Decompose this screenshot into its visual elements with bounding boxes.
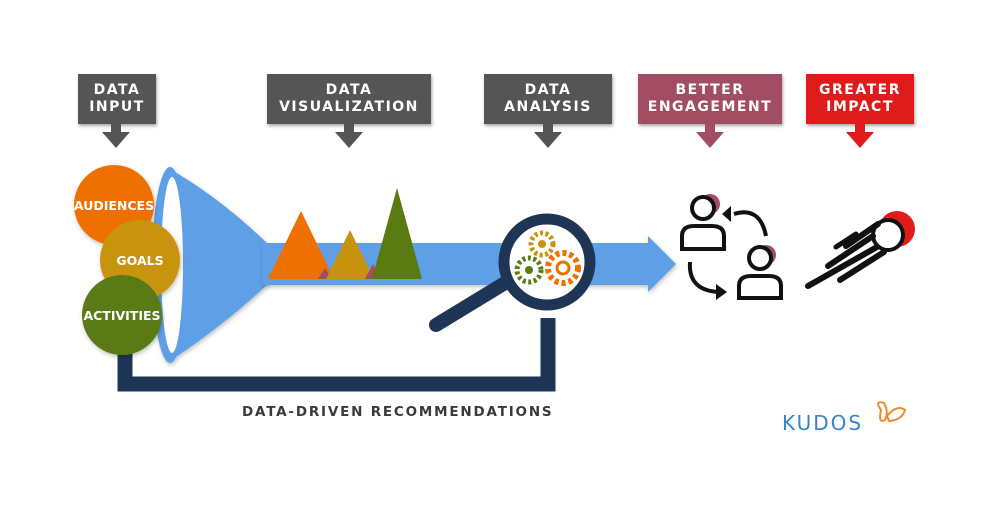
gears-icon — [514, 230, 581, 286]
visualization-triangles — [268, 188, 422, 279]
comet-icon — [805, 211, 915, 289]
stage-line1: DATA — [524, 82, 572, 98]
input-circles — [74, 165, 180, 355]
triangle-green — [372, 188, 422, 279]
people-exchange-icon — [680, 194, 783, 300]
stage-arrow-stem — [111, 124, 121, 132]
stage-box-data-visualization: DATA VISUALIZATION — [267, 74, 431, 124]
input-goals-label: GOALS — [100, 220, 180, 300]
stage-line1: DATA — [325, 82, 373, 98]
stage-box-better-engagement: BETTER ENGAGEMENT — [638, 74, 782, 124]
input-audiences-label: AUDIENCES — [74, 165, 154, 245]
triangle-orange — [268, 211, 334, 279]
feedback-loop-arrow — [117, 318, 556, 392]
stage-line1: BETTER — [675, 82, 745, 98]
input-activities-label: ACTIVITIES — [82, 275, 162, 355]
stage-line2: INPUT — [89, 99, 145, 115]
stage-arrow-data-analysis — [534, 132, 562, 148]
activities-circle — [82, 275, 162, 355]
stage-line2: ANALYSIS — [504, 99, 592, 115]
stage-arrow-data-input — [102, 132, 130, 148]
triangle-gold — [326, 230, 374, 279]
stage-line2: ENGAGEMENT — [647, 99, 773, 115]
stage-box-data-analysis: DATA ANALYSIS — [484, 74, 612, 124]
stage-line2: VISUALIZATION — [279, 99, 419, 115]
goals-text: GOALS — [116, 252, 164, 268]
stage-arrow-greater-impact — [846, 132, 874, 148]
stage-arrow-stem — [705, 124, 715, 132]
stage-line1: DATA — [93, 82, 141, 98]
activities-text: ACTIVITIES — [83, 307, 161, 323]
feedback-caption: DATA-DRIVEN RECOMMENDATIONS — [242, 404, 554, 420]
stage-arrow-stem — [543, 124, 553, 132]
magnifier-icon — [429, 213, 596, 332]
stage-arrow-better-engagement — [696, 132, 724, 148]
audiences-text: AUDIENCES — [73, 197, 155, 213]
stage-arrow-stem — [344, 124, 354, 132]
kudos-logo: KUDOS — [782, 411, 864, 435]
stage-line1: GREATER — [819, 82, 901, 98]
stage-box-data-input: DATA INPUT — [78, 74, 156, 124]
stage-box-greater-impact: GREATER IMPACT — [806, 74, 914, 124]
stage-arrow-stem — [855, 124, 865, 132]
butterfly-icon — [877, 401, 907, 423]
stage-line2: IMPACT — [826, 99, 894, 115]
stage-arrow-data-visualization — [335, 132, 363, 148]
